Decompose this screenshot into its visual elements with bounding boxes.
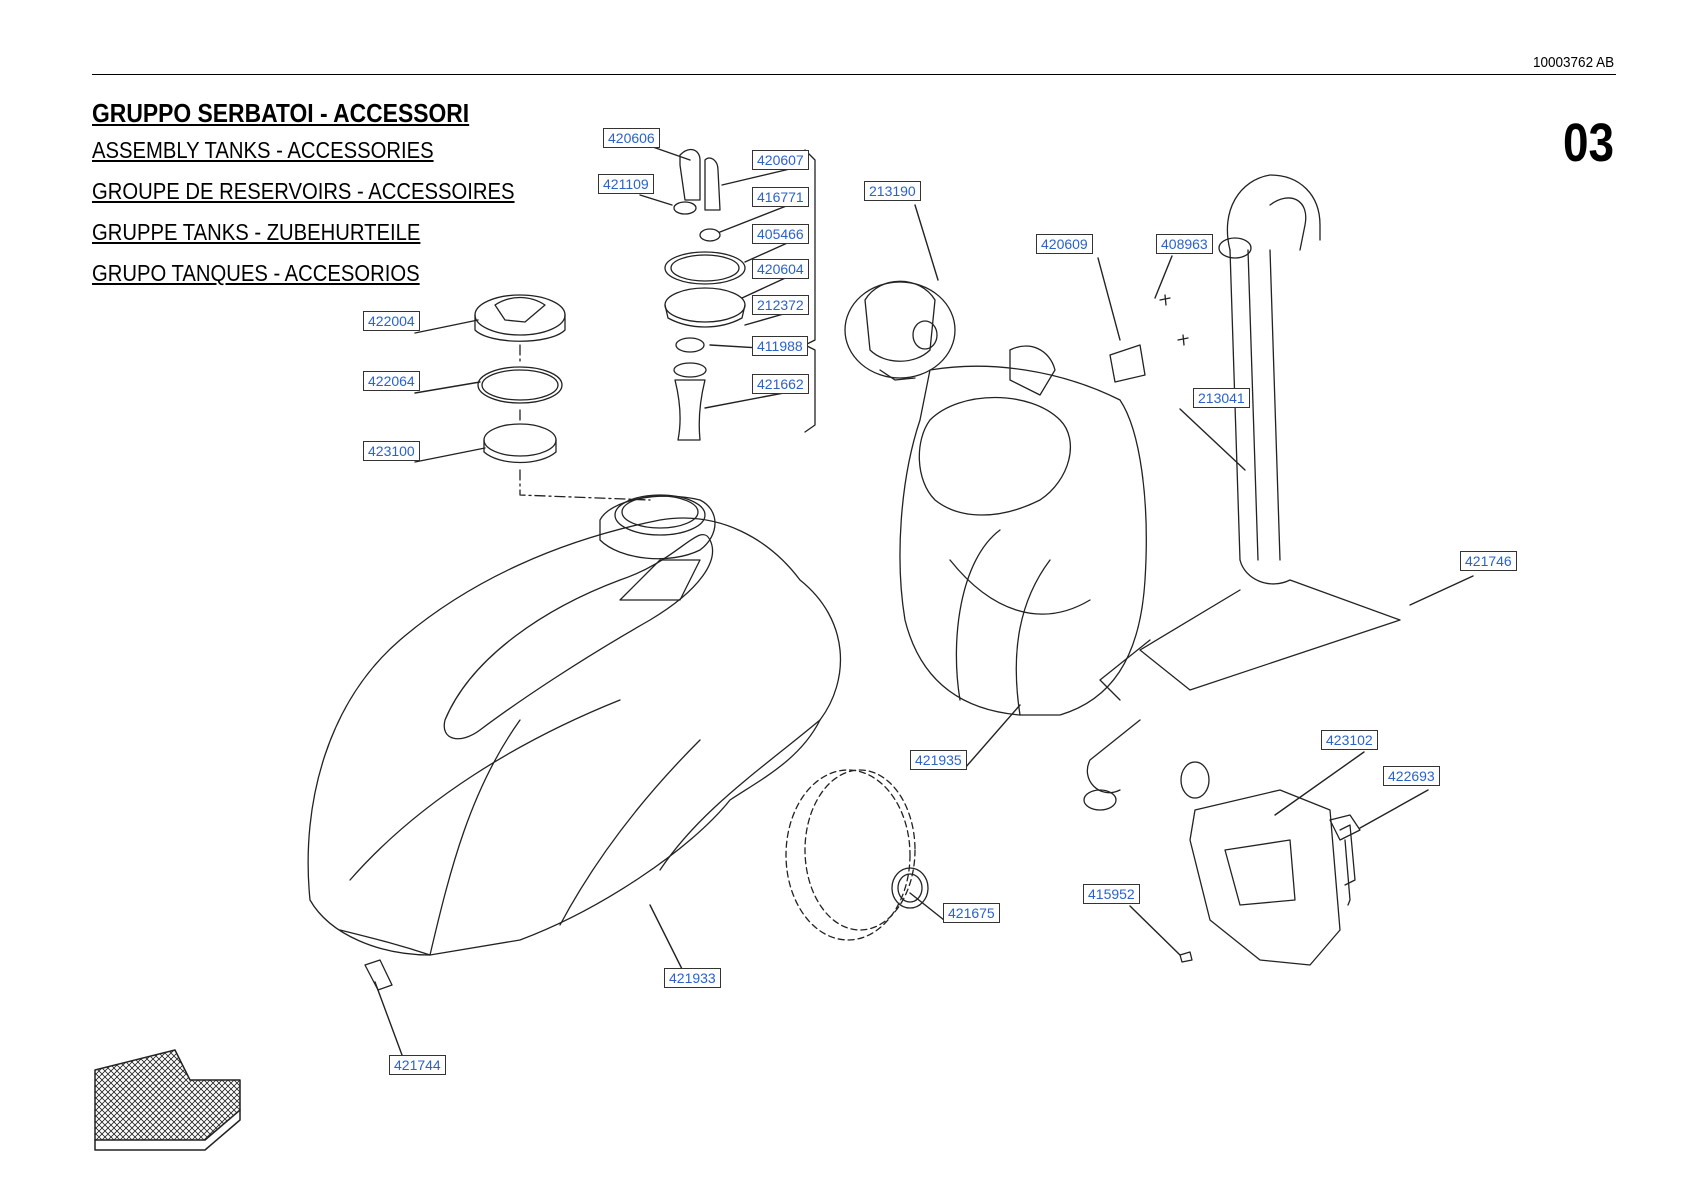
title-english: ASSEMBLY TANKS - ACCESSORIES bbox=[92, 137, 434, 163]
plate-drawing bbox=[1109, 344, 1146, 383]
filler-cap-drawing bbox=[474, 294, 651, 501]
part-label-421933[interactable]: 421933 bbox=[664, 968, 721, 988]
grommet-drawing bbox=[891, 867, 929, 909]
direction-arrow-icon bbox=[94, 1049, 241, 1151]
part-label-408963[interactable]: 408963 bbox=[1156, 234, 1213, 254]
bracket-drawing bbox=[1189, 789, 1356, 966]
document-code: 10003762 AB bbox=[1532, 54, 1614, 71]
title-spanish: GRUPO TANQUES - ACCESORIOS bbox=[92, 260, 420, 286]
part-label-415952[interactable]: 415952 bbox=[1083, 884, 1140, 904]
part-label-423102[interactable]: 423102 bbox=[1321, 730, 1378, 750]
part-label-405466[interactable]: 405466 bbox=[752, 224, 809, 244]
part-label-421662[interactable]: 421662 bbox=[752, 374, 809, 394]
fitting-drawing bbox=[364, 959, 393, 991]
leader-lines bbox=[374, 145, 1474, 1056]
part-label-422064[interactable]: 422064 bbox=[363, 371, 420, 391]
part-label-420604[interactable]: 420604 bbox=[752, 259, 809, 279]
pipe-frame-drawing bbox=[1083, 174, 1401, 811]
part-label-422693[interactable]: 422693 bbox=[1383, 766, 1440, 786]
title-block: GRUPPO SERBATOI - ACCESSORI ASSEMBLY TAN… bbox=[92, 98, 572, 301]
part-label-212372[interactable]: 212372 bbox=[752, 295, 809, 315]
part-label-421744[interactable]: 421744 bbox=[389, 1055, 446, 1075]
valve-stack-drawing bbox=[664, 148, 816, 441]
part-label-213190[interactable]: 213190 bbox=[864, 181, 921, 201]
part-label-420607[interactable]: 420607 bbox=[752, 150, 809, 170]
header-rule bbox=[92, 74, 1616, 75]
part-label-421109[interactable]: 421109 bbox=[598, 174, 654, 194]
part-label-213041[interactable]: 213041 bbox=[1193, 388, 1250, 408]
title-german: GRUPPE TANKS - ZUBEHURTEILE bbox=[92, 219, 421, 245]
title-french: GROUPE DE RESERVOIRS - ACCESSOIRES bbox=[92, 178, 515, 204]
part-label-422004[interactable]: 422004 bbox=[363, 311, 420, 331]
recovery-tank-drawing bbox=[307, 494, 842, 956]
screws-drawing bbox=[1159, 294, 1193, 963]
part-label-420609[interactable]: 420609 bbox=[1036, 234, 1093, 254]
part-label-411988[interactable]: 411988 bbox=[752, 336, 808, 356]
part-label-420606[interactable]: 420606 bbox=[603, 128, 660, 148]
knob-drawing bbox=[1329, 814, 1361, 906]
page-number: 03 bbox=[1562, 113, 1614, 173]
part-label-416771[interactable]: 416771 bbox=[752, 187, 809, 207]
title-italian: GRUPPO SERBATOI - ACCESSORI bbox=[92, 98, 470, 128]
tank-cap-drawing bbox=[844, 280, 956, 381]
part-label-421675[interactable]: 421675 bbox=[943, 903, 1000, 923]
dashed-cover-drawing bbox=[785, 769, 916, 941]
part-label-421935[interactable]: 421935 bbox=[910, 750, 967, 770]
part-label-423100[interactable]: 423100 bbox=[363, 441, 420, 461]
solution-tank-drawing bbox=[899, 345, 1147, 716]
part-label-421746[interactable]: 421746 bbox=[1460, 551, 1517, 571]
